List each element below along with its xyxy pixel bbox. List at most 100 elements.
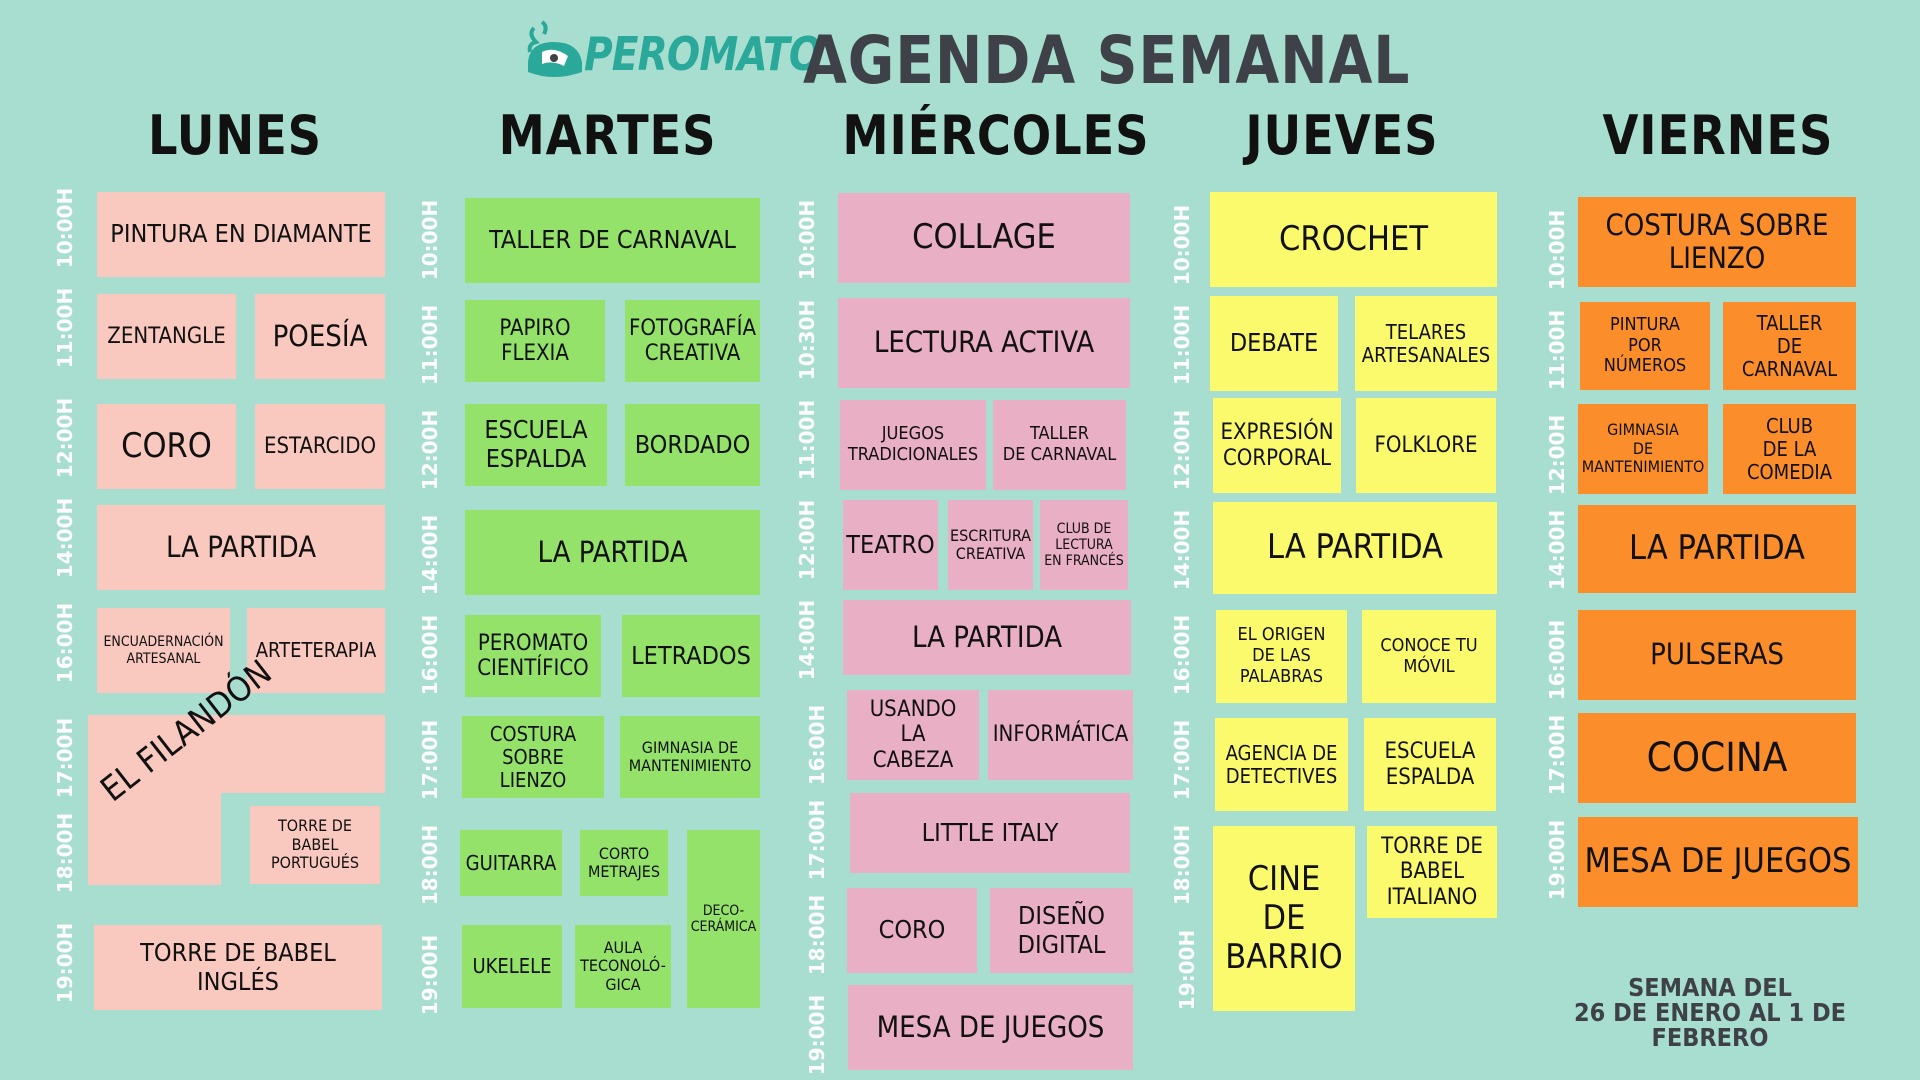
activity-la-partida-jueves[interactable]: LA PARTIDA [1213, 502, 1497, 594]
activity-letrados[interactable]: LETRADOS [622, 615, 760, 697]
week-range: SEMANA DEL 26 DE ENERO AL 1 DE FEBRERO [1521, 975, 1899, 1050]
time-label-1100: 11:00H [795, 399, 819, 481]
logo-text: PEROMATO [584, 27, 822, 81]
activity-pintura-diamante[interactable]: PINTURA EN DIAMANTE [97, 192, 385, 277]
activity-coro-miercoles[interactable]: CORO [847, 888, 977, 973]
time-label-1000: 10:00H [1545, 209, 1569, 291]
time-label-1700: 17:00H [1545, 714, 1569, 796]
activity-estarcido[interactable]: ESTARCIDO [255, 404, 385, 489]
time-label-1100: 11:00H [418, 304, 442, 386]
activity-bordado[interactable]: BORDADO [625, 404, 760, 486]
time-label-1000: 10:00H [795, 199, 819, 281]
activity-la-partida-miercoles[interactable]: LA PARTIDA [843, 600, 1131, 675]
activity-taller-carnaval-martes[interactable]: TALLER DE CARNAVAL [465, 198, 760, 283]
time-label-1100: 11:00H [1545, 309, 1569, 391]
activity-mesa-juegos-miercoles[interactable]: MESA DE JUEGOS [848, 985, 1133, 1070]
day-header-jueves: JUEVES [1245, 104, 1439, 167]
activity-la-partida-martes[interactable]: LA PARTIDA [465, 510, 760, 595]
time-label-1900: 19:00H [418, 934, 442, 1016]
time-label-1600: 16:00H [418, 614, 442, 696]
activity-zentangle[interactable]: ZENTANGLE [97, 294, 236, 379]
activity-arteterapia[interactable]: ARTETERAPIA [247, 608, 385, 693]
peromato-helmet-logo-icon [527, 20, 582, 77]
activity-el-filandon[interactable] [88, 715, 385, 793]
time-label-1800: 18:00H [53, 812, 77, 893]
activity-guitarra[interactable]: GUITARRA [460, 830, 562, 896]
activity-teatro[interactable]: TEATRO [843, 500, 938, 590]
time-label-1700: 17:00H [805, 799, 829, 881]
activity-la-partida-lunes[interactable]: LA PARTIDA [97, 505, 385, 590]
time-label-1700: 17:00H [418, 719, 442, 801]
activity-el-filandon-lower[interactable] [88, 793, 221, 885]
time-label-1600: 16:00H [53, 602, 77, 683]
time-label-1030: 10:30H [795, 299, 819, 381]
time-label-1000: 10:00H [53, 187, 77, 268]
day-header-miercoles: MIÉRCOLES [842, 104, 1150, 167]
time-label-1600: 16:00H [1545, 619, 1569, 701]
activity-ukelele[interactable]: UKELELE [462, 925, 562, 1008]
activity-debate[interactable]: DEBATE [1210, 296, 1338, 391]
activity-crochet[interactable]: CROCHET [1210, 192, 1497, 287]
activity-la-partida-viernes[interactable]: LA PARTIDA [1578, 505, 1856, 593]
time-label-1200: 12:00H [795, 499, 819, 581]
day-header-martes: MARTES [498, 104, 717, 167]
page-title: AGENDA SEMANAL [803, 22, 1411, 99]
activity-little-italy[interactable]: LITTLE ITALY [850, 793, 1130, 873]
time-label-1900: 19:00H [805, 994, 829, 1076]
activity-collage[interactable]: COLLAGE [838, 193, 1130, 283]
time-label-1200: 12:00H [1545, 414, 1569, 496]
activity-informatica[interactable]: INFORMÁTICA [988, 690, 1133, 780]
activity-coro[interactable]: CORO [97, 404, 236, 489]
week-range-line1: SEMANA DEL [1628, 973, 1792, 1002]
time-label-1100: 11:00H [1170, 304, 1194, 386]
day-header-lunes: LUNES [148, 104, 322, 167]
time-label-1900: 19:00H [1545, 819, 1569, 901]
time-label-1600: 16:00H [805, 704, 829, 786]
activity-folklore[interactable]: FOLKLORE [1356, 398, 1496, 493]
activity-lectura-activa[interactable]: LECTURA ACTIVA [838, 298, 1130, 388]
time-label-1000: 10:00H [1170, 204, 1194, 286]
time-label-1200: 12:00H [418, 409, 442, 491]
time-label-1400: 14:00H [1545, 509, 1569, 591]
time-label-1400: 14:00H [1170, 509, 1194, 591]
week-range-line2: 26 DE ENERO AL 1 DE FEBRERO [1573, 998, 1846, 1052]
activity-decoceramica[interactable]: DECO-CERÁMICA [687, 830, 760, 1008]
activity-poesia[interactable]: POESÍA [255, 294, 385, 379]
time-label-1400: 14:00H [53, 497, 77, 578]
activity-pulseras[interactable]: PULSERAS [1578, 610, 1856, 700]
time-label-1600: 16:00H [1170, 614, 1194, 696]
activity-cocina[interactable]: COCINA [1578, 713, 1856, 803]
activity-mesa-juegos-viernes[interactable]: MESA DE JUEGOS [1578, 817, 1858, 907]
header: PEROMATO AGENDA SEMANAL [0, 0, 1920, 110]
